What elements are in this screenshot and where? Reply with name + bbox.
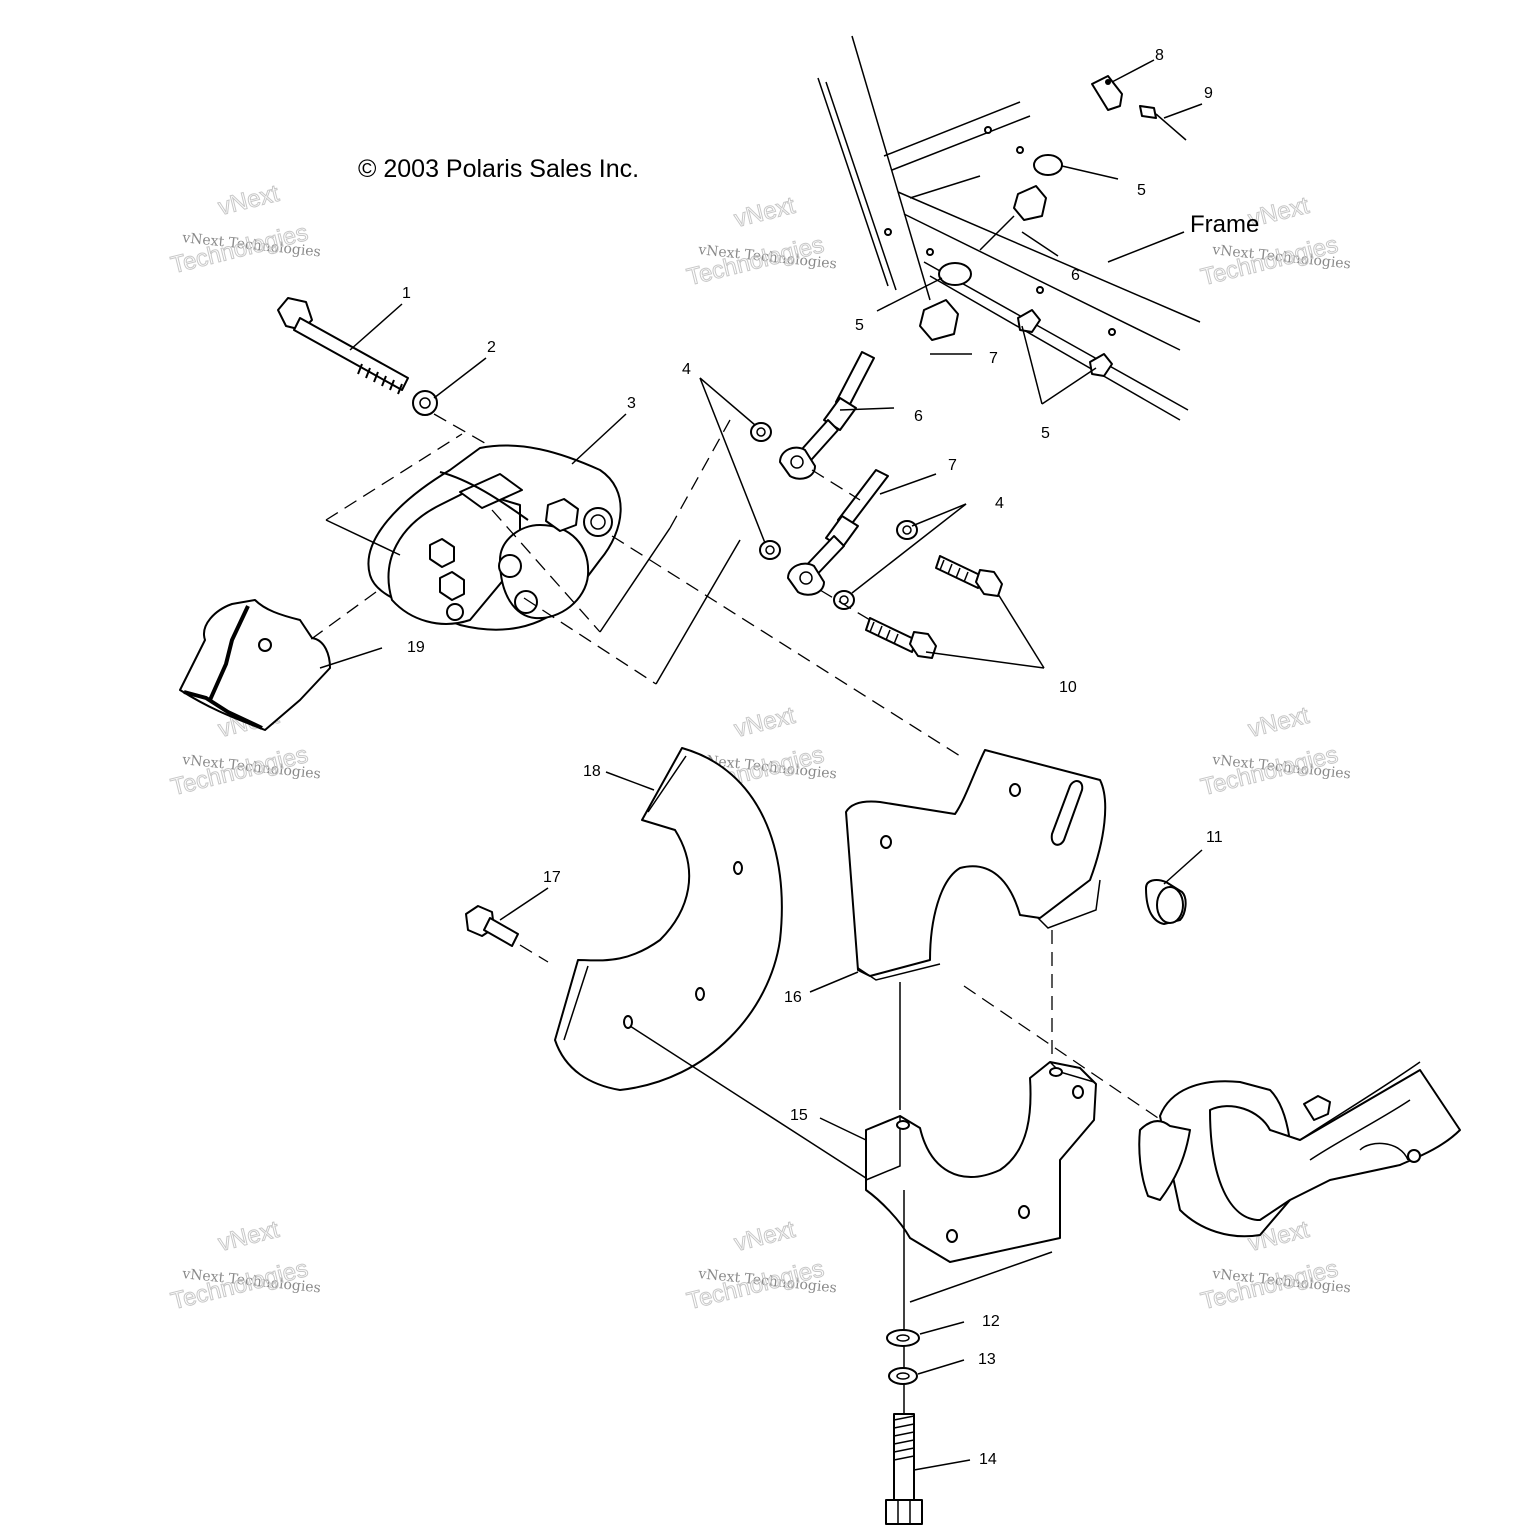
brake-line-fitting bbox=[919, 299, 959, 341]
frame-label: Frame bbox=[1190, 211, 1259, 238]
callout-2: 2 bbox=[487, 339, 496, 356]
axle-bracket bbox=[865, 1061, 1097, 1263]
copyright-text: © 2003 Polaris Sales Inc. bbox=[358, 155, 639, 183]
callout-18: 18 bbox=[583, 763, 601, 780]
callout-5: 5 bbox=[1137, 182, 1146, 199]
leader-lines bbox=[319, 59, 1203, 1471]
brake-line-upper bbox=[779, 351, 875, 480]
watermark: vNext vNext Technologies Technologies bbox=[1198, 701, 1352, 801]
bracket-bolt bbox=[885, 1413, 923, 1525]
watermark: vNext vNext Technologies Technologies bbox=[1198, 191, 1352, 291]
callout-5: 5 bbox=[855, 317, 864, 334]
callout-1: 1 bbox=[402, 285, 411, 302]
callout-9: 9 bbox=[1204, 85, 1213, 102]
callout-13: 13 bbox=[978, 1351, 996, 1368]
svg-text:Technologies: Technologies bbox=[1198, 231, 1340, 291]
svg-text:Technologies: Technologies bbox=[168, 219, 310, 279]
callout-7: 7 bbox=[989, 350, 998, 367]
watermark: vNext vNext Technologies Technologies bbox=[168, 1215, 322, 1315]
callout-16: 16 bbox=[784, 989, 802, 1006]
brake-pad bbox=[179, 599, 331, 731]
frame: Frame bbox=[817, 35, 1259, 421]
crush-washer bbox=[938, 262, 972, 286]
callout-11: 11 bbox=[1206, 829, 1223, 846]
svg-text:vNext: vNext bbox=[216, 180, 282, 221]
callout-3: 3 bbox=[627, 395, 636, 412]
svg-text:Technologies: Technologies bbox=[168, 741, 310, 801]
watermark: vNext vNext Technologies Technologies bbox=[168, 179, 322, 279]
brake-disc bbox=[554, 747, 783, 1091]
leader-dashes bbox=[309, 413, 961, 757]
svg-text:vNext: vNext bbox=[732, 702, 798, 743]
brake-line-clamp bbox=[1017, 309, 1041, 333]
callout-17: 17 bbox=[543, 869, 561, 886]
watermark: vNext vNext Technologies Technologies bbox=[684, 191, 838, 291]
callout-4: 4 bbox=[682, 361, 691, 378]
callout-19: 19 bbox=[407, 639, 425, 656]
brake-caliper bbox=[367, 444, 622, 631]
callout-5: 5 bbox=[1041, 425, 1050, 442]
callout-4: 4 bbox=[995, 495, 1004, 512]
callout-8: 8 bbox=[1155, 47, 1164, 64]
callout-6: 6 bbox=[1071, 267, 1080, 284]
svg-text:Technologies: Technologies bbox=[684, 231, 826, 291]
svg-text:Technologies: Technologies bbox=[684, 1255, 826, 1315]
svg-text:Technologies: Technologies bbox=[1198, 1255, 1340, 1315]
watermark: vNext vNext Technologies Technologies bbox=[684, 1215, 838, 1315]
bushing bbox=[1145, 879, 1187, 925]
brake-line-nut bbox=[1013, 185, 1047, 221]
axle-housing bbox=[1138, 1061, 1461, 1238]
disc-bolt bbox=[465, 905, 519, 947]
brake-line-lower bbox=[787, 469, 889, 596]
svg-text:Technologies: Technologies bbox=[1198, 741, 1340, 801]
caliper-bolt bbox=[277, 297, 409, 395]
callout-15: 15 bbox=[790, 1107, 808, 1124]
callout-10: 10 bbox=[1059, 679, 1077, 696]
svg-text:vNext: vNext bbox=[1246, 702, 1312, 743]
svg-text:vNext: vNext bbox=[216, 1216, 282, 1257]
callouts: 1 2 3 4 4 5 5 5 6 6 7 7 8 9 10 11 12 13 … bbox=[402, 47, 1223, 1468]
svg-text:Technologies: Technologies bbox=[168, 1255, 310, 1315]
svg-text:vNext: vNext bbox=[732, 1216, 798, 1257]
crush-washer bbox=[1033, 154, 1063, 176]
mounting-bolt bbox=[865, 617, 937, 659]
callout-7: 7 bbox=[948, 457, 957, 474]
brake-line-clip bbox=[1091, 75, 1123, 111]
brake-line-clamp bbox=[1089, 353, 1113, 377]
caliper-bracket bbox=[845, 749, 1107, 981]
callout-12: 12 bbox=[982, 1313, 1000, 1330]
svg-text:vNext: vNext bbox=[732, 192, 798, 233]
callout-14: 14 bbox=[979, 1451, 997, 1468]
banjo-bolt bbox=[1139, 105, 1187, 141]
mounting-bolt bbox=[935, 555, 1003, 597]
callout-6: 6 bbox=[914, 408, 923, 425]
